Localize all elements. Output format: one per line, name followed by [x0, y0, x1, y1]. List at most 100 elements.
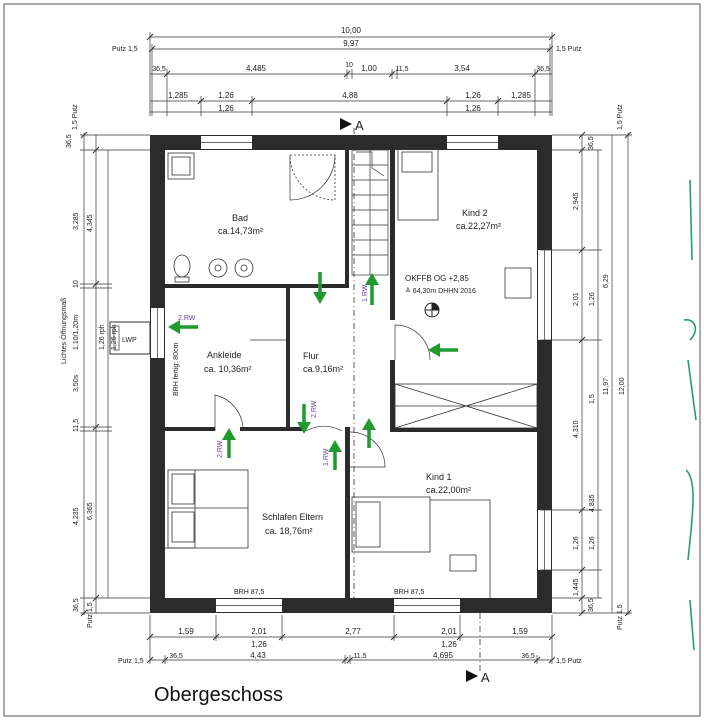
dim-right-mid-0: 6,29 [603, 274, 610, 288]
room-kind1-area: ca.22,00m² [426, 485, 471, 495]
dim-top-r2-6: 36,5 [536, 66, 550, 73]
dims-right-ticks [578, 131, 632, 617]
dim-left-4: 3,50s [73, 374, 80, 392]
dim-top-r2-1: 4,485 [246, 64, 267, 73]
dim-left-sub-0: 4,345 [87, 214, 94, 232]
section-label-bottom: A [481, 670, 490, 685]
dim-right-outer-1: 12,00 [619, 377, 626, 395]
arrow-ankleide [168, 320, 198, 334]
dim-bottom-r2-4: 36,5 [521, 653, 535, 660]
dim-left-sub-2: 1,26 rph [111, 324, 118, 350]
dim-top-r3-2: 4,88 [342, 91, 358, 100]
level-marker [424, 302, 440, 318]
dim-top-r2-5: 3,54 [454, 64, 470, 73]
dims-right [540, 133, 632, 615]
dims-top-ticks [146, 33, 556, 105]
dim-bottom-1: 2,01 [251, 627, 267, 636]
room-bad-name: Bad [232, 213, 248, 223]
dim-top-putz-right: 1,5 Putz [556, 46, 582, 53]
dim-bottom-r2-1: 4,43 [250, 651, 266, 660]
dim-top-putz-left: Putz 1,5 [112, 46, 138, 53]
dim-top-r3-4: 1,285 [511, 91, 532, 100]
room-kind2-name: Kind 2 [462, 208, 488, 218]
dim-right-6: 1,26 [573, 536, 580, 550]
arrow-schlafen [222, 428, 236, 458]
windows [151, 136, 551, 612]
dim-right-putz-bottom: Putz 1,5 [617, 604, 624, 630]
room-ankleide-name: Ankleide [207, 350, 242, 360]
rw-label-schlafen: 2.RW [217, 440, 224, 458]
dim-left-putz-bottom: Putz 1,5 [87, 602, 94, 628]
dim-right-2: 2,01 [573, 292, 580, 306]
dim-right-outer-0: 11,97 [603, 378, 610, 395]
interior-walls [165, 135, 537, 598]
dim-left-5: 11,5 [73, 419, 80, 432]
room-bad-area: ca.14,73m² [218, 226, 263, 236]
dim-left-6: 4,235 [73, 507, 80, 525]
dim-right-0: 36,5 [588, 136, 595, 150]
dim-right-1: 2,945 [573, 192, 580, 210]
dim-bottom-putz-left: Putz 1,5 [118, 658, 144, 665]
dim-right-3: 1,26 [589, 292, 596, 306]
dim-bottom-4: 1,59 [512, 627, 528, 636]
rw-label-lower: 1.RW [323, 448, 330, 466]
furniture [165, 147, 538, 598]
dim-left-1: 3,285 [73, 212, 80, 230]
arrow-flur [297, 404, 311, 434]
room-kind1-name: Kind 1 [426, 472, 452, 482]
dim-right-7: 1,445 [573, 578, 580, 596]
dims-top [149, 32, 553, 116]
dim-top-r2-3: 1,00 [361, 64, 377, 73]
dhhn-label: ≙ 64,30m DHHN 2016 [405, 287, 476, 295]
section-arrow-bottom [466, 670, 478, 682]
dim-left-0: 36,5 [66, 134, 73, 148]
dim-top-r2-2: 10 [345, 62, 353, 69]
dim-right-8: 36,5 [588, 598, 595, 612]
dims-bottom [149, 615, 553, 664]
dim-right-mid-2: 1,26 [589, 536, 596, 550]
dim-left-sub-1: 1,26 rph [99, 324, 106, 350]
dim-bottom-0: 1,59 [178, 627, 194, 636]
page-frame [3, 3, 701, 717]
room-schlafen-name: Schlafen Eltern [262, 512, 323, 522]
room-kind2-area: ca.22,27m² [456, 221, 501, 231]
dim-right-5: 1,5 [589, 394, 596, 404]
dim-left-sub-3: 6,365 [87, 502, 94, 520]
dim-top-r3-1: 1,26 [218, 91, 234, 100]
dim-top-total: 10,00 [341, 26, 362, 35]
room-flur-area: ca.9,16m² [303, 364, 343, 374]
dim-left-lichtes: Lichtes Öffnungsmaß [60, 298, 68, 364]
lwp-unit [109, 321, 151, 355]
lwp-label: LWP [122, 337, 137, 344]
room-ankleide-area: ca. 10,36m² [204, 364, 252, 374]
dim-bottom-3: 2,01 [441, 627, 457, 636]
room-flur-name: Flur [303, 351, 319, 361]
signature-stamp [683, 179, 697, 651]
dim-top-r2-4: 11,5 [395, 66, 408, 73]
brh-fertig-label: BRH fertig: 80cm [173, 343, 180, 396]
dims-left-ticks [80, 131, 100, 617]
dim-bottom-2: 2,77 [345, 627, 361, 636]
bath-fixtures [167, 152, 336, 283]
dim-right-mid-1: 4,835 [589, 494, 596, 512]
dim-bottom-r2-0: 36,5 [169, 653, 183, 660]
okffb-label: OKFFB OG +2,85 [405, 274, 469, 283]
dim-top-r3-3: 1,26 [465, 91, 481, 100]
dim-bottom-sub-1: 1,26 [441, 640, 457, 649]
arrow-stair [365, 273, 379, 305]
arrow-flur-up [362, 418, 376, 448]
dim-left-putz-top: 1,5 Putz [72, 104, 79, 130]
dim-top-r3b-1: 1,26 [465, 104, 481, 113]
dim-top-inner: 9,97 [343, 39, 359, 48]
arrow-flur-bad [313, 272, 327, 304]
dim-left-7: 36,5 [73, 598, 80, 612]
dims-left [80, 133, 150, 615]
dim-bottom-sub-0: 1,26 [251, 640, 267, 649]
brh-left: BRH 87,5 [234, 589, 264, 596]
escape-arrows [168, 272, 458, 470]
brh-right: BRH 87,5 [394, 589, 424, 596]
staircase [351, 149, 389, 276]
room-schlafen-area: ca. 18,76m² [265, 526, 313, 536]
arrow-lower-up [328, 440, 342, 470]
rw-label-stair: 1.RW [362, 284, 369, 302]
